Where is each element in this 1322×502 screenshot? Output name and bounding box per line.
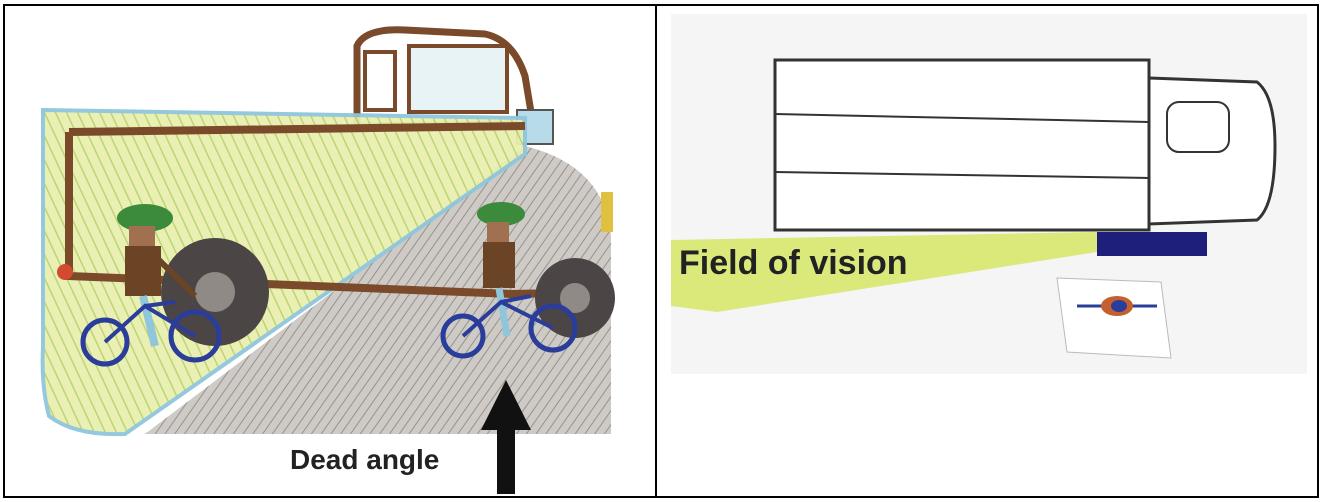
rear-light-icon (57, 264, 73, 280)
dead-angle-caption: Dead angle (290, 444, 439, 476)
dead-angle-drawing (5, 6, 655, 496)
field-of-vision-caption: Field of vision (679, 244, 908, 283)
bicycle-topview-icon (1057, 278, 1171, 358)
comparison-table: Dead angle Field of vis (3, 4, 1319, 498)
dead-angle-panel: Dead angle (3, 4, 657, 498)
front-light-icon (601, 192, 613, 232)
field-of-vision-panel: Field of vision (655, 4, 1319, 498)
